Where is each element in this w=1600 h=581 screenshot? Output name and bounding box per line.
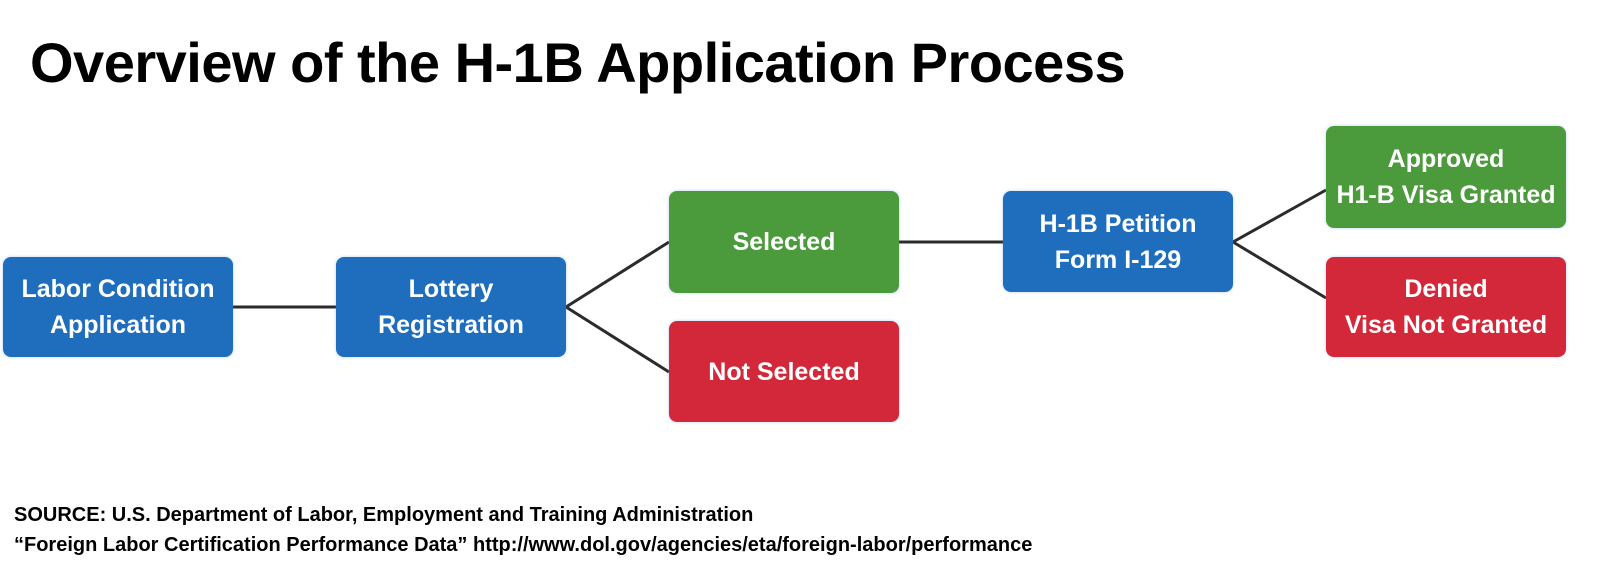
node-label: Labor Condition <box>21 275 215 303</box>
node-label: Registration <box>378 311 524 339</box>
node-not-selected: Not Selected <box>669 321 899 422</box>
connector-lottery-not-selected <box>565 305 670 374</box>
node-label: Not Selected <box>708 357 860 386</box>
connector-lottery-selected <box>565 240 670 309</box>
node-label: Application <box>49 311 187 339</box>
node-h1b-petition: H-1B Petition Form I-129 <box>1003 191 1233 292</box>
node-label: Form I-129 <box>1054 245 1182 274</box>
source-line-2: “Foreign Labor Certification Performance… <box>14 534 1033 556</box>
source-citation: SOURCE: U.S. Department of Labor, Employ… <box>14 500 1032 560</box>
node-label: Approved <box>1387 145 1505 173</box>
node-label: Visa Not Granted <box>1344 311 1548 339</box>
node-labor-condition-application: Labor Condition Application <box>3 257 233 357</box>
node-approved: Approved H1-B Visa Granted <box>1326 126 1566 228</box>
node-selected: Selected <box>669 191 899 293</box>
connector-petition-approved <box>1232 188 1327 244</box>
page-title: Overview of the H-1B Application Process <box>30 31 1126 94</box>
node-label: H-1B Petition <box>1039 209 1197 238</box>
source-line-1: SOURCE: U.S. Department of Labor, Employ… <box>14 504 754 526</box>
node-label: Selected <box>732 228 836 256</box>
node-label: Denied <box>1404 275 1488 303</box>
node-label: H1-B Visa Granted <box>1336 181 1556 209</box>
connector-petition-denied <box>1232 240 1327 300</box>
node-lottery-registration: Lottery Registration <box>336 257 566 357</box>
node-label: Lottery <box>408 275 494 303</box>
node-denied: Denied Visa Not Granted <box>1326 257 1566 357</box>
